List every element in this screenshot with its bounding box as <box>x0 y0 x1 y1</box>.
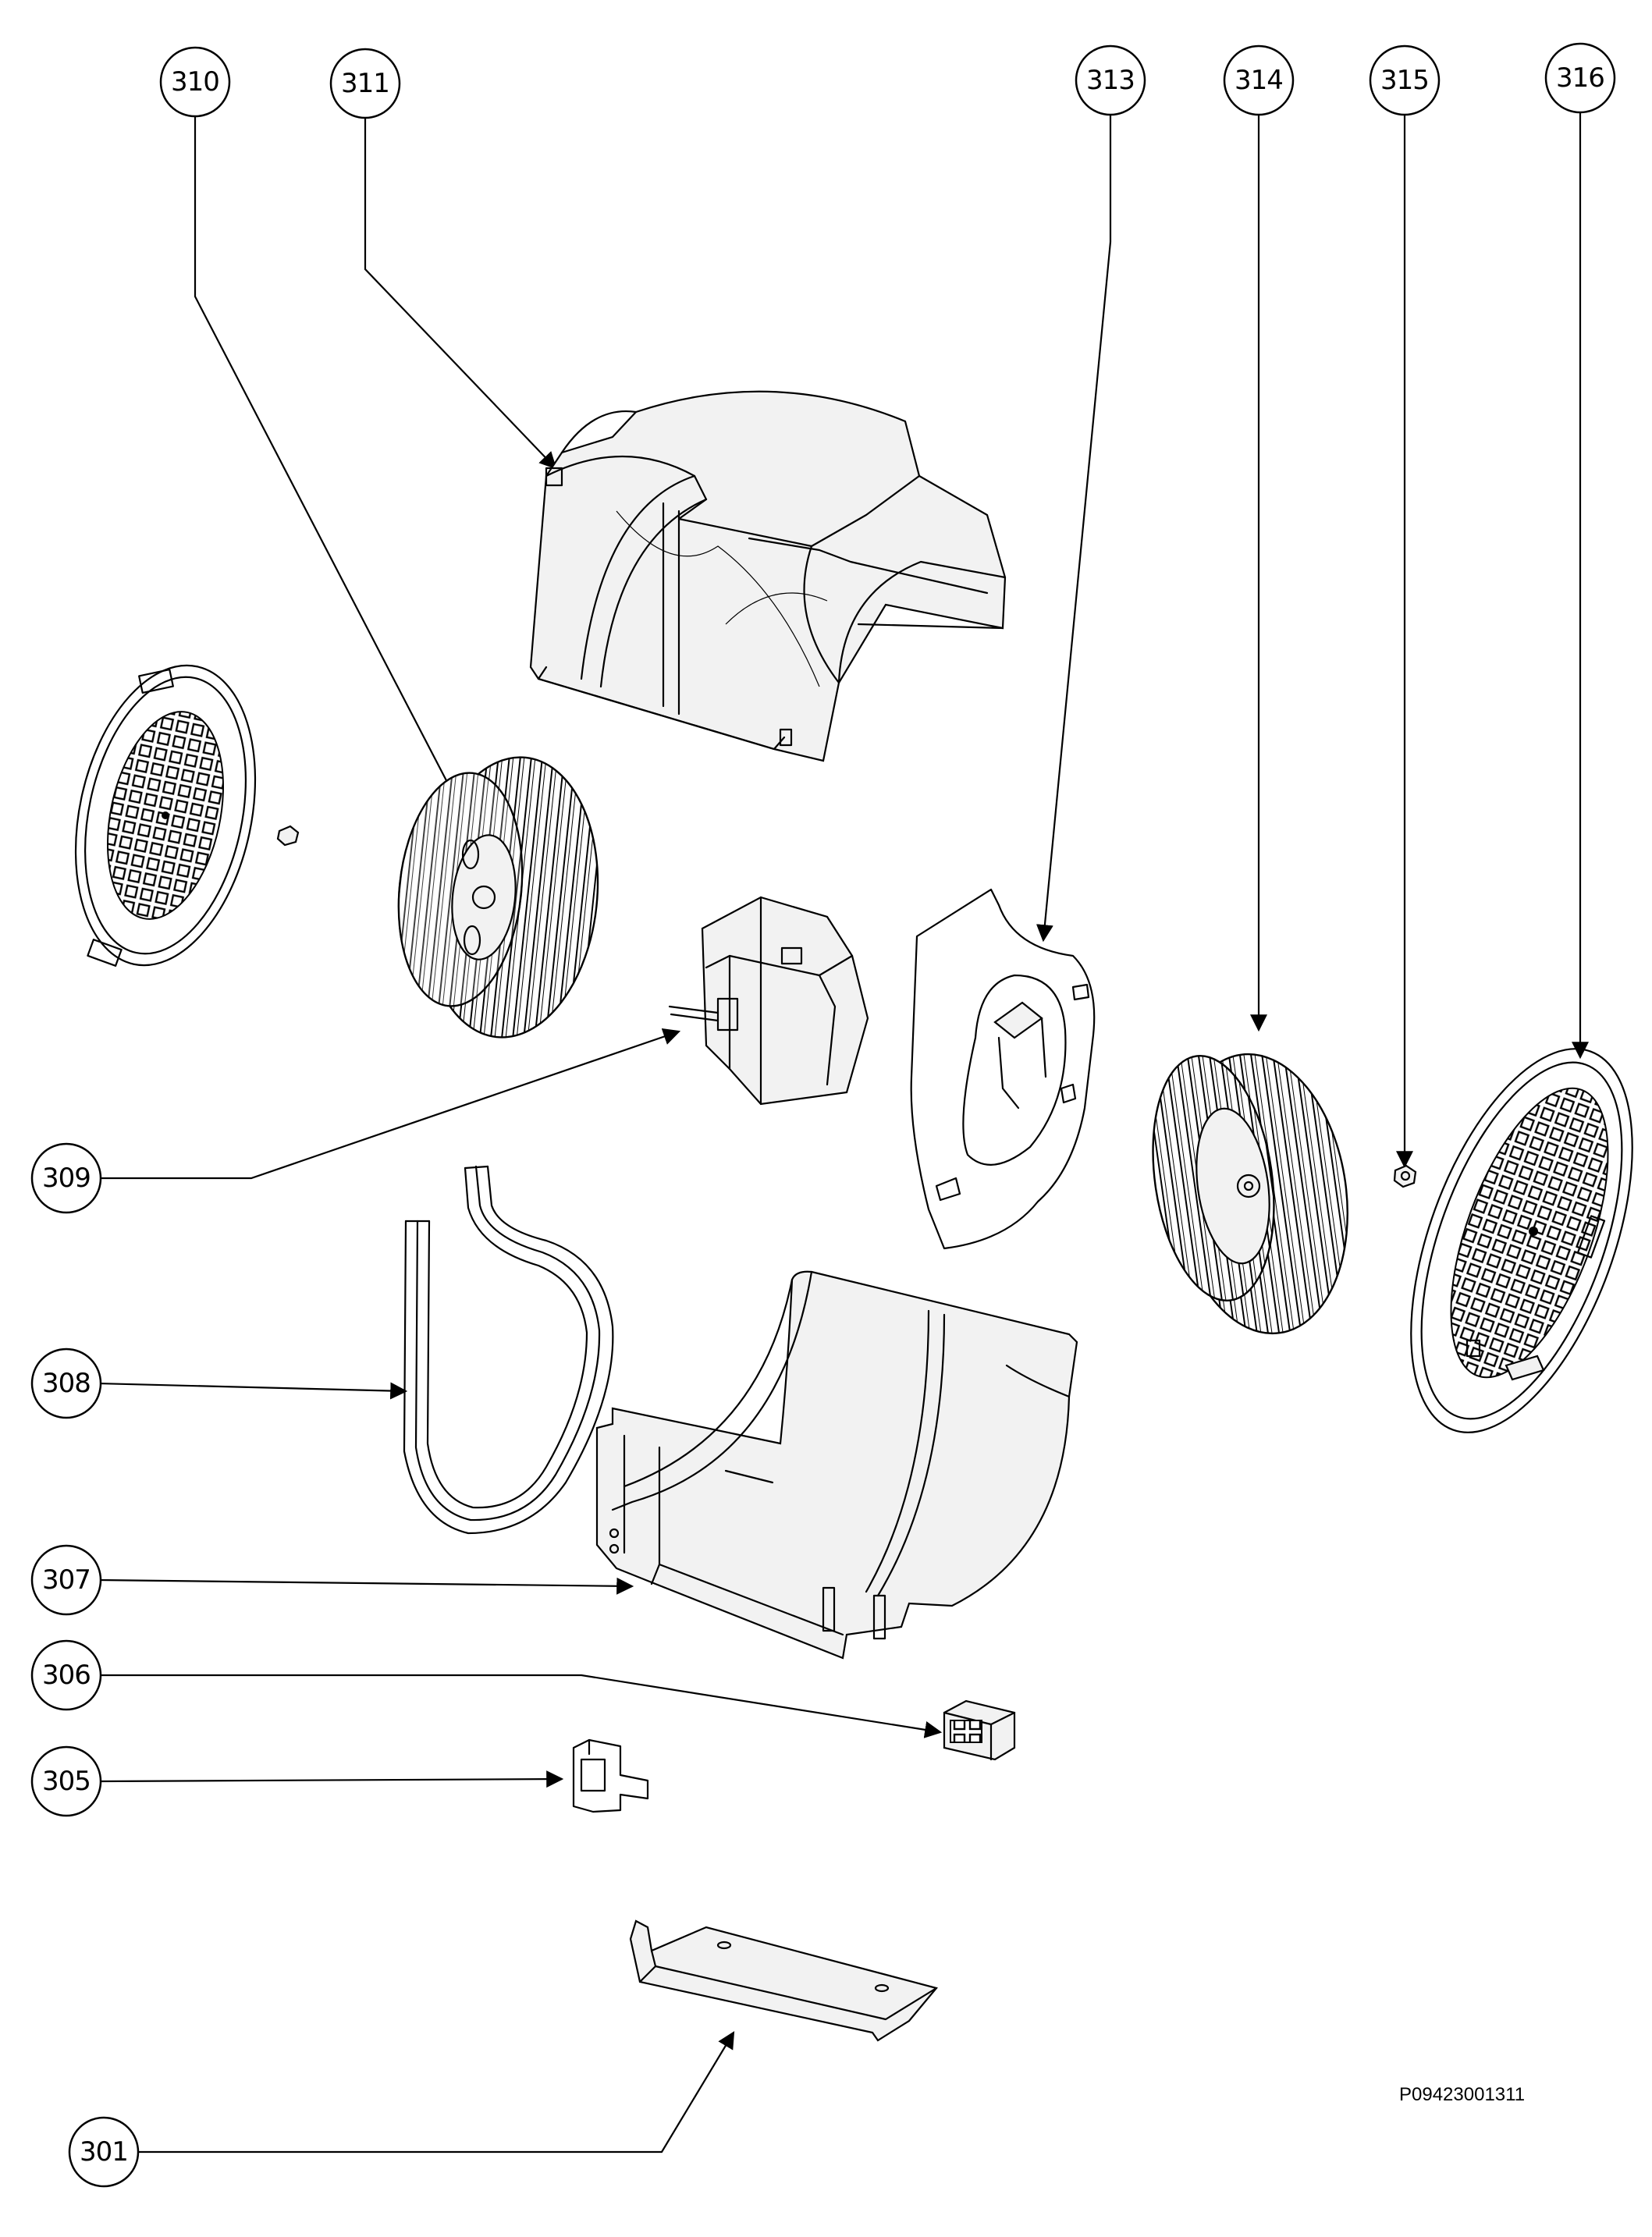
leader-lines <box>97 101 1589 2154</box>
callout-309: 309 <box>30 1142 102 1214</box>
callout-310: 310 <box>159 46 231 118</box>
left-grille-cover <box>74 664 300 967</box>
callout-305: 305 <box>30 1745 102 1817</box>
callout-315-label: 315 <box>1380 65 1429 96</box>
callout-309-label: 309 <box>42 1163 91 1194</box>
part-310-left-impeller <box>397 756 599 1039</box>
part-306-connector <box>943 1699 1016 1761</box>
callout-306-label: 306 <box>42 1660 91 1691</box>
callout-301: 301 <box>68 2116 140 2188</box>
part-307-lower-housing <box>595 1270 1078 1660</box>
part-308-gasket <box>403 1165 614 1535</box>
callout-307: 307 <box>30 1544 102 1616</box>
callout-314: 314 <box>1223 44 1295 116</box>
callout-313-label: 313 <box>1086 65 1135 96</box>
part-316-right-grille-cover <box>1410 1048 1633 1433</box>
part-301-bracket <box>629 1919 938 2042</box>
callout-311-label: 311 <box>341 68 389 99</box>
part-313-mounting-plate <box>910 888 1096 1250</box>
callout-313: 313 <box>1075 44 1146 116</box>
drawing-code: P09423001311 <box>1399 2084 1525 2105</box>
part-309-motor <box>668 896 869 1106</box>
callout-301-label: 301 <box>80 2136 128 2168</box>
callout-315: 315 <box>1369 44 1441 116</box>
callout-308: 308 <box>30 1348 102 1419</box>
part-315-nut <box>1393 1164 1417 1188</box>
callout-310-label: 310 <box>171 66 219 98</box>
part-311-upper-housing <box>529 390 1007 762</box>
callout-316-label: 316 <box>1556 62 1604 94</box>
callout-311: 311 <box>329 48 401 119</box>
part-314-right-impeller <box>1152 1053 1348 1335</box>
callout-308-label: 308 <box>42 1368 91 1399</box>
callout-307-label: 307 <box>42 1564 91 1596</box>
callout-314-label: 314 <box>1235 65 1283 96</box>
callout-305-label: 305 <box>42 1766 91 1797</box>
part-305-clip <box>572 1738 649 1813</box>
callout-306: 306 <box>30 1639 102 1711</box>
callout-316: 316 <box>1544 42 1616 114</box>
